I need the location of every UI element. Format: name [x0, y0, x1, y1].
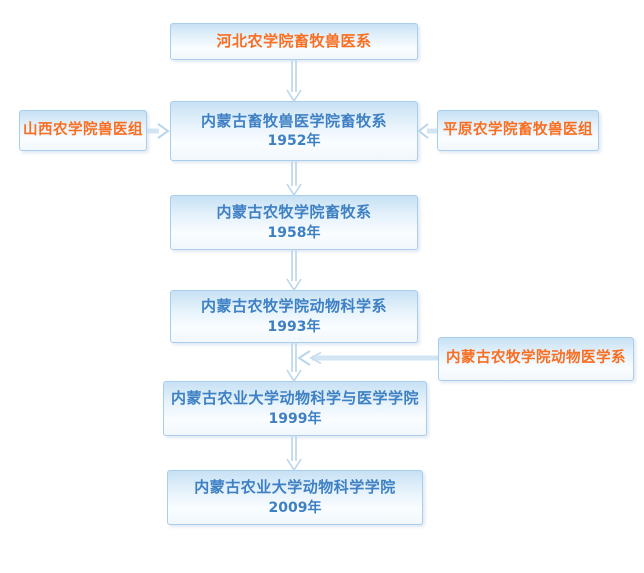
node-year: 1958年: [267, 224, 321, 241]
arrow-down-icon: [281, 160, 307, 196]
arrow-right-icon: [147, 122, 170, 140]
node-year: 1993年: [267, 318, 321, 335]
arrow-down-icon: [281, 342, 307, 382]
flow-node-shanxi-veterinary-group: 山西农学院兽医组: [19, 110, 147, 151]
arrow-down-icon: [281, 59, 307, 102]
flow-node-2009: 内蒙古农业大学动物科学学院 2009年: [167, 470, 423, 525]
node-title: 内蒙古农业大学动物科学学院: [194, 478, 396, 497]
flow-node-1993: 内蒙古农牧学院动物科学系 1993年: [170, 290, 418, 343]
node-title: 山西农学院兽医组: [23, 121, 143, 138]
node-title: 河北农学院畜牧兽医系: [216, 32, 372, 51]
arrow-down-icon: [281, 435, 307, 471]
arrow-left-long-icon: [297, 349, 438, 367]
node-title: 平原农学院畜牧兽医组: [443, 121, 593, 138]
flow-node-pingyuan-husbandry-group: 平原农学院畜牧兽医组: [437, 110, 599, 151]
arrow-left-icon: [418, 122, 437, 140]
flow-node-1952: 内蒙古畜牧兽医学院畜牧系 1952年: [170, 101, 418, 161]
flow-node-hebei-agricultural-college: 河北农学院畜牧兽医系: [170, 23, 418, 60]
flow-node-1999: 内蒙古农业大学动物科学与医学学院 1999年: [163, 381, 427, 436]
node-year: 1999年: [268, 410, 322, 427]
node-year: 2009年: [268, 499, 322, 516]
node-title: 内蒙古农牧学院动物医学系: [446, 350, 626, 367]
node-title: 内蒙古农业大学动物科学与医学学院: [170, 389, 419, 408]
arrow-down-icon: [281, 249, 307, 291]
node-title: 内蒙古农牧学院畜牧系: [216, 203, 372, 222]
node-year: 1952年: [267, 133, 321, 150]
flow-node-animal-medicine-dept: 内蒙古农牧学院动物医学系: [438, 337, 634, 381]
node-title: 内蒙古畜牧兽医学院畜牧系: [200, 111, 387, 130]
flow-node-1958: 内蒙古农牧学院畜牧系 1958年: [170, 195, 418, 250]
node-title: 内蒙古农牧学院动物科学系: [200, 297, 387, 316]
